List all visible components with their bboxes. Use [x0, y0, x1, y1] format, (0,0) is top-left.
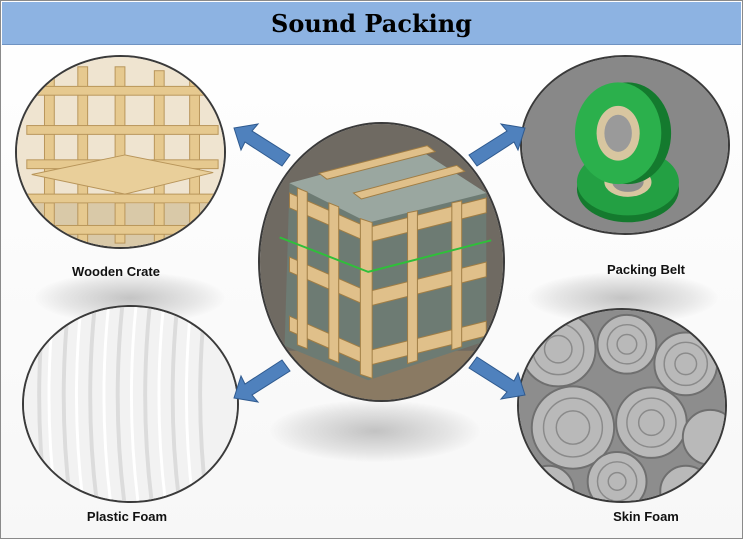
skin-foam-label: Skin Foam — [613, 509, 679, 524]
wooden-crate-icon — [17, 57, 224, 247]
plastic-foam-image — [22, 305, 239, 503]
title-bar: Sound Packing — [2, 2, 741, 45]
wooden-crate-image — [15, 55, 226, 249]
arrow-to-plastic-foam-icon — [233, 359, 291, 403]
center-crate-image — [258, 122, 505, 402]
skin-foam-image — [517, 308, 727, 503]
diagram-title: Sound Packing — [271, 8, 472, 38]
wooden-crate-label: Wooden Crate — [72, 264, 160, 279]
foam-rolls-icon — [519, 310, 725, 501]
arrow-to-skin-foam-icon — [468, 356, 526, 400]
wooden-crate-with-stone-slabs-icon — [260, 124, 503, 400]
white-foam-sheet-icon — [24, 307, 237, 501]
packing-belt-image — [520, 55, 730, 235]
arrow-to-wooden-crate-icon — [233, 123, 291, 167]
plastic-foam-label: Plastic Foam — [86, 509, 168, 524]
packing-belt-label: Packing Belt — [606, 262, 686, 277]
center-shadow — [270, 400, 480, 462]
green-strap-rolls-icon — [522, 57, 728, 233]
arrow-to-packing-belt-icon — [468, 123, 526, 167]
